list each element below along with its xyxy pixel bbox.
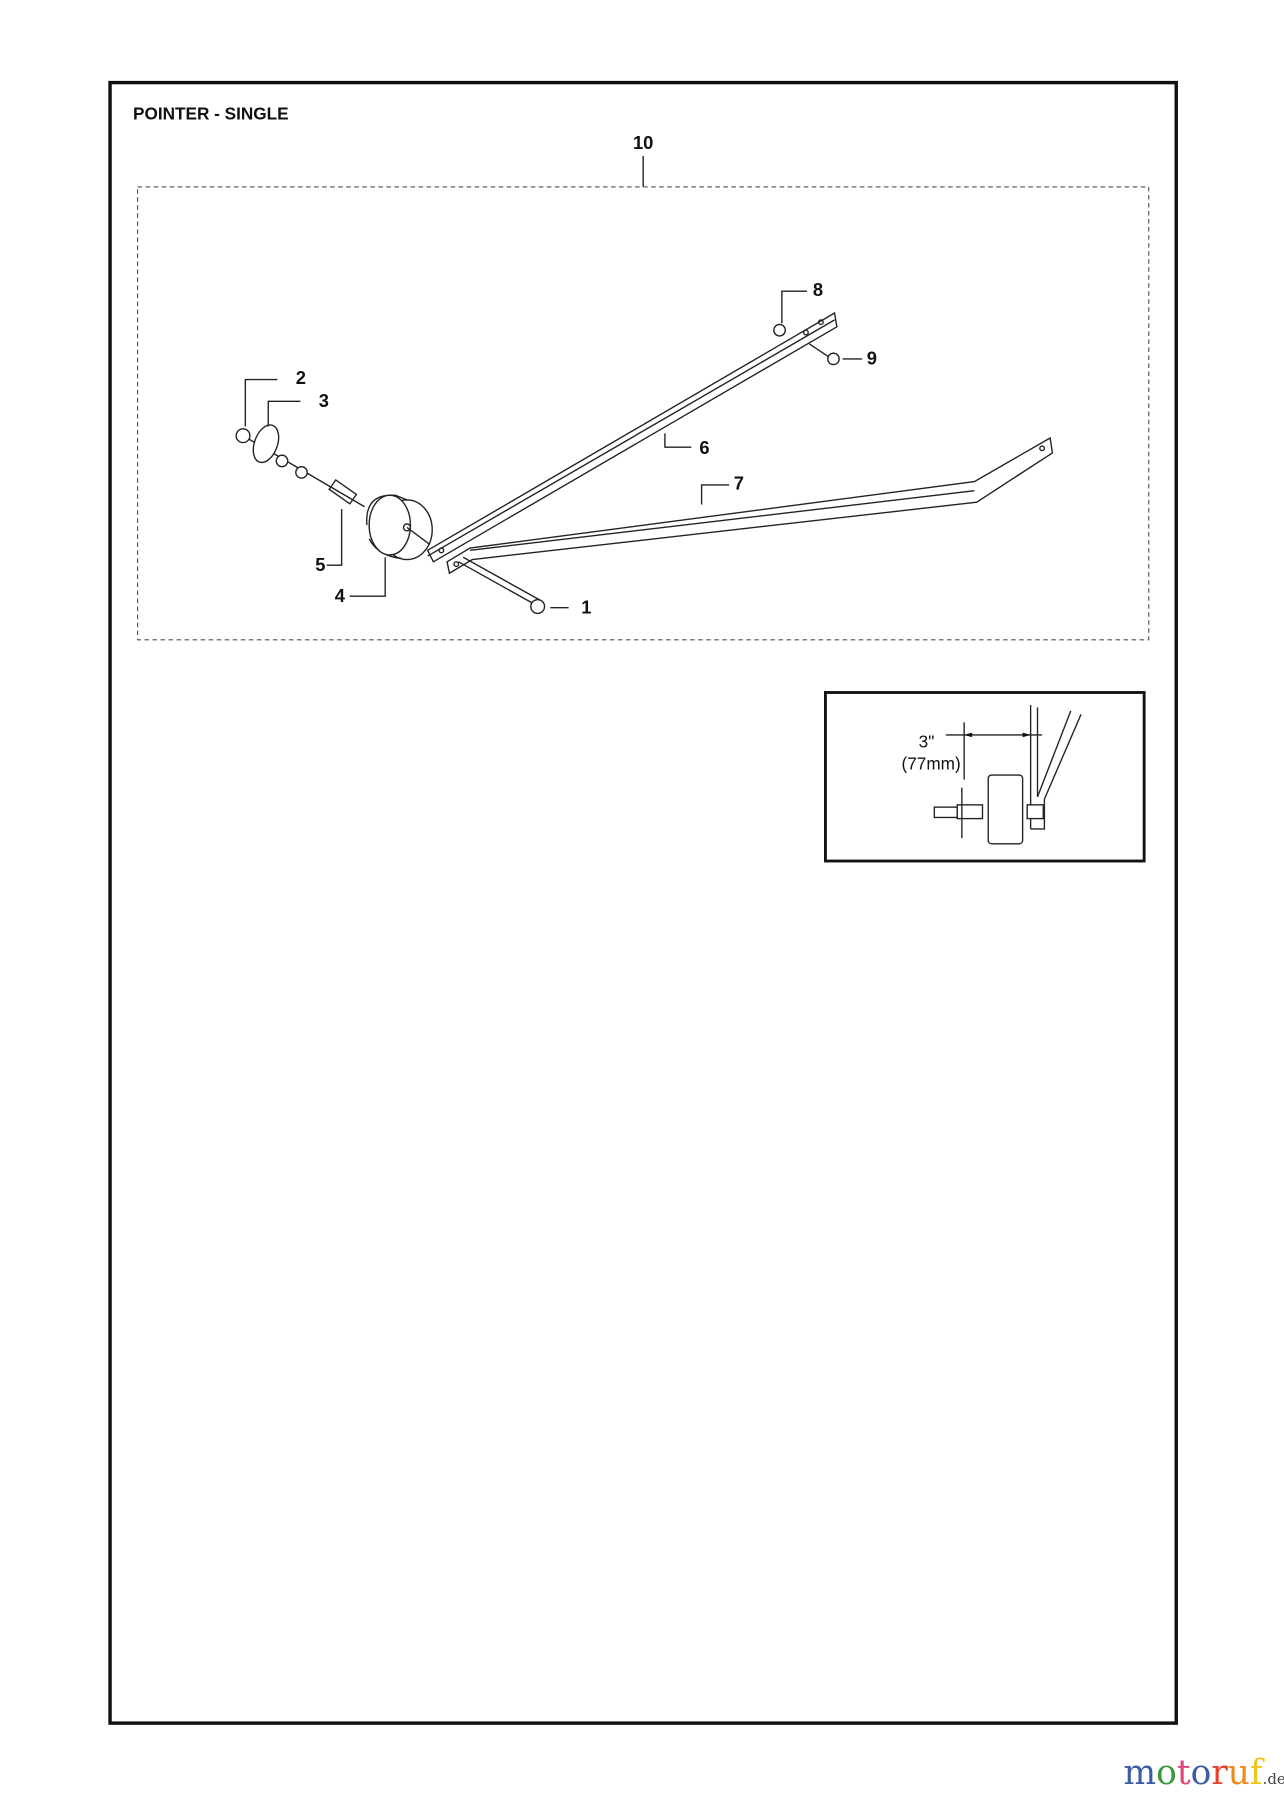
assembly-boundary bbox=[136, 186, 1150, 641]
callout-7: 7 bbox=[734, 473, 744, 494]
callouts: 2 3 5 4 6 7 8 9 1 bbox=[244, 279, 877, 617]
callout-9: 9 bbox=[867, 348, 877, 369]
wheel-part-4 bbox=[368, 494, 412, 556]
callout-4: 4 bbox=[335, 585, 346, 606]
bolt-part-9 bbox=[827, 352, 840, 366]
inset-detail: 3" (77mm) bbox=[823, 691, 1146, 863]
callout-6: 6 bbox=[699, 437, 709, 458]
page-frame bbox=[108, 80, 1178, 1725]
callout-5: 5 bbox=[315, 554, 325, 575]
exploded-assembly-drawing bbox=[235, 311, 1054, 615]
dimension-mm: (77mm) bbox=[902, 753, 961, 773]
dimension-inches: 3" bbox=[919, 732, 935, 752]
diagram-title: POINTER - SINGLE bbox=[133, 103, 289, 123]
callout-8: 8 bbox=[813, 279, 823, 300]
callout-3: 3 bbox=[319, 390, 329, 411]
callout-10: 10 bbox=[633, 132, 653, 153]
watermark-logo: motoruf.de bbox=[1124, 1753, 1284, 1793]
washer-part-3 bbox=[252, 424, 280, 464]
nut-part-2 bbox=[235, 428, 251, 444]
arm-part-7 bbox=[446, 436, 1054, 575]
nut-part-8 bbox=[773, 323, 786, 337]
callout-2: 2 bbox=[296, 367, 306, 388]
callout-1: 1 bbox=[581, 596, 591, 617]
